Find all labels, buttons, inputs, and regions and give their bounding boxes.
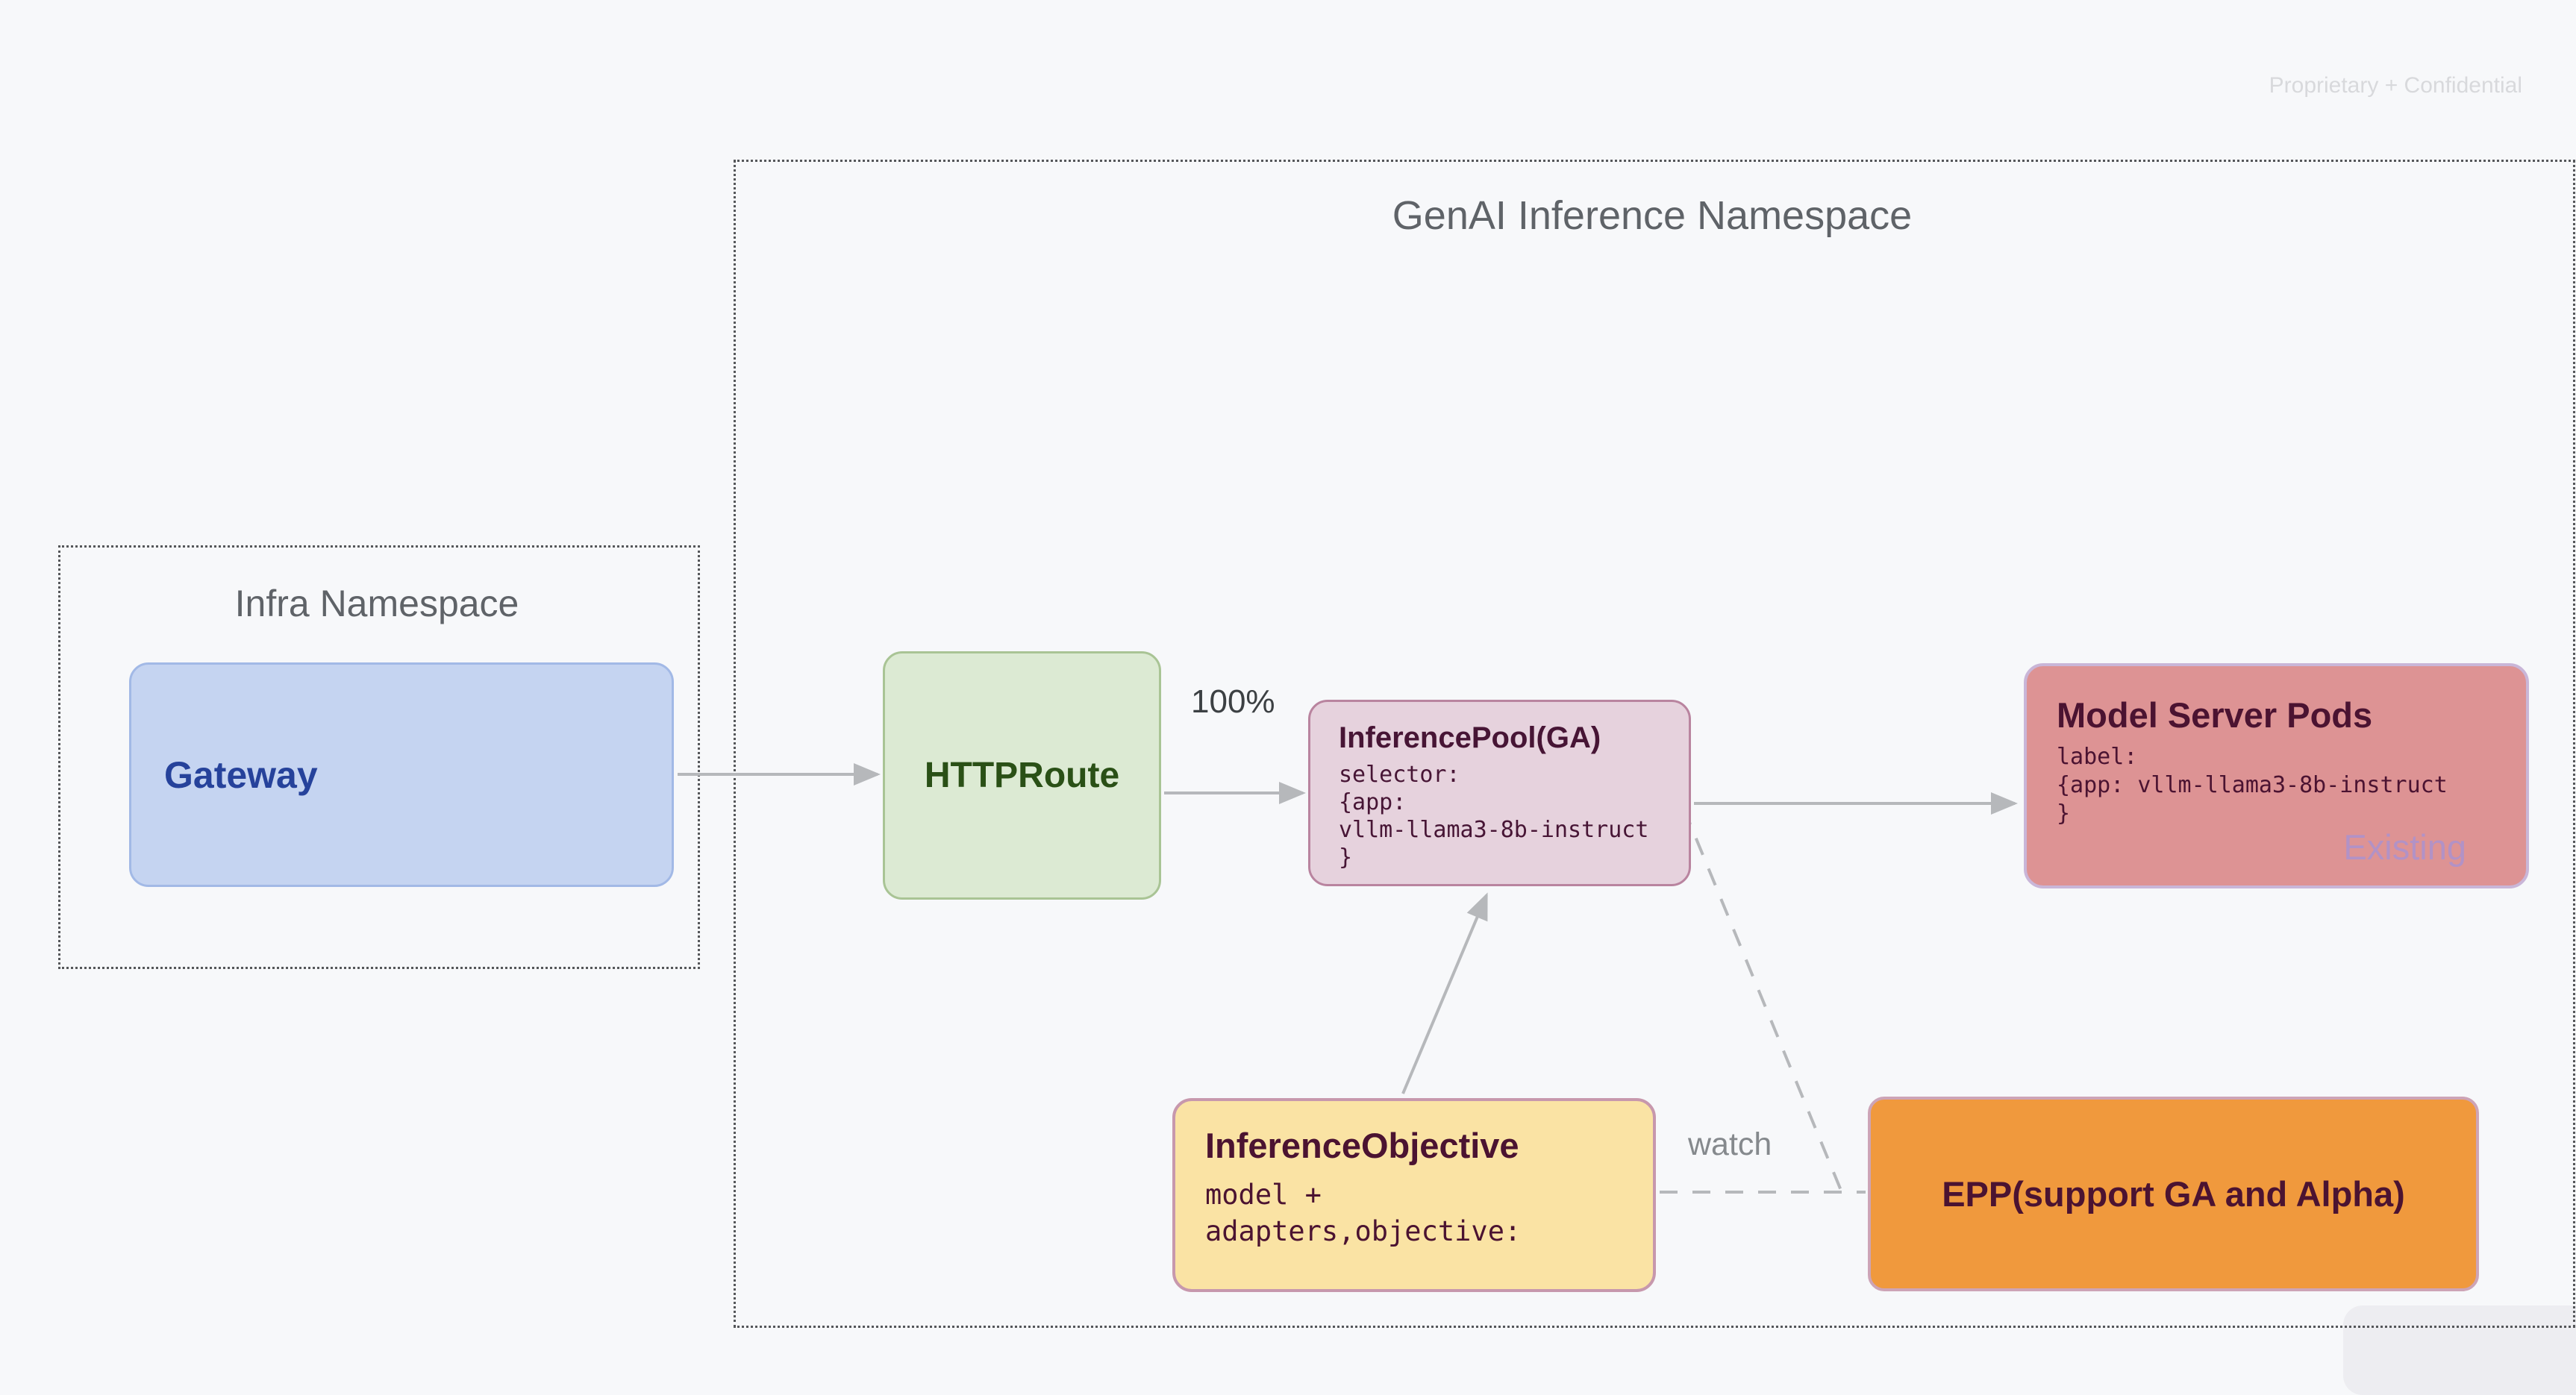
inference-pool-selector-line: vllm-llama3-8b-instruct — [1339, 817, 1649, 843]
model-server-pods-label-line: {app: vllm-llama3-8b-instruct — [2057, 772, 2448, 798]
inference-objective-title: InferenceObjective — [1205, 1126, 1519, 1165]
inference-pool-selector-line: selector: — [1339, 762, 1460, 788]
inference-pool-selector-line: {app: — [1339, 789, 1407, 815]
watch-label: watch — [1688, 1126, 1772, 1162]
model-server-pods-label-line: label: — [2057, 744, 2138, 770]
infra-namespace-title: Infra Namespace — [234, 583, 519, 624]
infra-namespace-container — [58, 545, 700, 969]
inference-pool-title: InferencePool(GA) — [1339, 721, 1601, 754]
node-httproute: HTTPRoute — [883, 651, 1161, 900]
inference-objective-spec-line: adapters,objective: — [1205, 1215, 1522, 1247]
epp-label: EPP(support GA and Alpha) — [1942, 1174, 2405, 1214]
node-inference-pool: InferencePool(GA) selector: {app: vllm-l… — [1308, 700, 1691, 886]
node-inference-objective: InferenceObjective model + adapters,obje… — [1172, 1098, 1656, 1292]
confidentiality-watermark: Proprietary + Confidential — [2269, 73, 2522, 98]
diagram-edges — [678, 763, 2018, 1194]
inference-pool-selector-line: } — [1339, 844, 1353, 871]
node-model-server-pods: Model Server Pods label: {app: vllm-llam… — [2024, 663, 2529, 888]
gateway-label: Gateway — [164, 753, 318, 796]
edge-epp-watch-pool-dashed — [1682, 807, 1843, 1193]
genai-inference-namespace-container — [734, 160, 2575, 1328]
existing-status-tag: Existing — [2343, 827, 2466, 867]
edge-objective-to-inferencepool — [1401, 892, 1488, 1094]
httproute-label: HTTPRoute — [924, 756, 1120, 795]
node-epp: EPP(support GA and Alpha) — [1868, 1097, 2479, 1291]
route-weight-label: 100% — [1191, 683, 1275, 720]
model-server-pods-label-line: } — [2057, 800, 2071, 827]
model-server-pods-title: Model Server Pods — [2057, 695, 2373, 735]
node-gateway: Gateway — [129, 662, 674, 887]
inference-objective-spec-line: model + — [1205, 1179, 1322, 1211]
genai-inference-namespace-title: GenAI Inference Namespace — [1392, 193, 1913, 238]
